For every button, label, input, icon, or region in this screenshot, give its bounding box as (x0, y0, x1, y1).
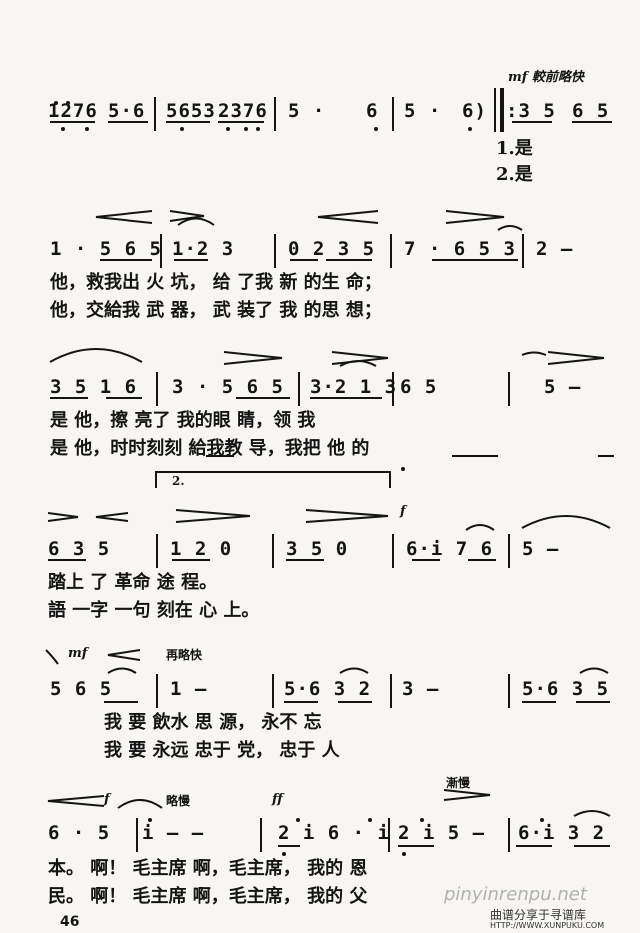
watermark-line2: HTTP://WWW.XUNPUKU.COM (490, 921, 605, 930)
barline (272, 534, 274, 568)
hairpins-system2 (95, 210, 523, 231)
barline (390, 674, 392, 708)
barline (160, 234, 162, 268)
dynamic-marking: f (400, 504, 406, 519)
barline (156, 674, 158, 708)
note-group: 1 – (170, 678, 208, 700)
lyric-verse2: 他，交給我 武 器， 武 装了 我 的思 想； (50, 300, 382, 321)
marks-system4 (47, 471, 611, 531)
note-group: 6 5 (400, 376, 438, 398)
watermark-site: pinyinrenpu.net (444, 884, 587, 905)
octave-dots-system1 (54, 101, 472, 131)
barline (508, 674, 510, 708)
note-group: 6·i 3 2 (518, 822, 606, 844)
tempo-marking: mf 較前略快 (508, 70, 584, 85)
note-group: 1276 (48, 100, 98, 122)
note-group: :3 5 (506, 100, 556, 122)
dynamic-marking: f (104, 792, 110, 807)
note-group: 3·2 1 3 (310, 376, 398, 398)
lyric-verse1: 1.是 (496, 138, 533, 159)
lyric-verse1: 踏上 了 革命 途 程。 (48, 572, 218, 593)
tempo-marking: 再略快 (166, 648, 203, 662)
note-group: 2 i 5 – (398, 822, 486, 844)
page-number: 46 (60, 914, 80, 930)
barline (392, 372, 394, 406)
octave-dots-system6 (148, 818, 544, 856)
tempo-marking: 漸慢 (446, 776, 471, 790)
note-group: 5 – (522, 538, 560, 560)
note-group: 3 – (402, 678, 440, 700)
barline (136, 818, 138, 852)
note-group: 3 5 1 6 (50, 376, 138, 398)
note-group: 3 5 0 (286, 538, 349, 560)
note-group: 5 · (404, 100, 442, 122)
slurs-system3 (49, 348, 605, 367)
note-group: 5·6 3 5 (522, 678, 610, 700)
note-group: 0 2 3 5 (288, 238, 376, 260)
barline (508, 534, 510, 568)
note-group: i – – (142, 822, 205, 844)
lyric-verse2: 語 一字 一句 刻在 心 上。 (48, 600, 260, 621)
watermark-line1: 曲谱分享于寻谱库 (490, 908, 587, 922)
note-group: 6 (366, 100, 379, 122)
barline (508, 818, 510, 852)
note-group: 5·6 3 2 (284, 678, 372, 700)
lyric-verse2: 2.是 (496, 164, 533, 185)
marks-system6 (47, 789, 611, 817)
note-group: 6 · 5 (48, 822, 111, 844)
note-group: 6 5 (572, 100, 610, 122)
note-group: 2376 (218, 100, 268, 122)
barline (392, 534, 394, 568)
lyric-verse1: 他，救我出 火 坑， 给 了我 新 的生 命； (50, 272, 382, 293)
dynamic-marking: mf (68, 646, 88, 661)
barline (274, 97, 276, 131)
note-group: 2 – (536, 238, 574, 260)
note-group: 7 · 6 5 3 (404, 238, 516, 260)
barline (390, 234, 392, 268)
marks-system5 (45, 649, 609, 674)
octave-dots-system3 (401, 467, 405, 471)
note-group: 6 3 5 (48, 538, 111, 560)
note-group: 1 2 0 (170, 538, 233, 560)
note-group: 5 6 5 (50, 678, 113, 700)
barline (154, 97, 156, 131)
barline (156, 534, 158, 568)
lyric-verse1: 本。 啊！ 毛主席 啊，毛主席， 我的 恩 (48, 858, 368, 879)
barline (522, 234, 524, 268)
note-group: 5653 (166, 100, 216, 122)
dynamic-marking: ff (272, 792, 283, 807)
barline (392, 97, 394, 131)
barline (156, 372, 158, 406)
note-group: 6·i 7 6 (406, 538, 494, 560)
repeat-barline-thick (500, 88, 504, 132)
barline (274, 234, 276, 268)
note-group: 5 – (544, 376, 582, 398)
barline (508, 372, 510, 406)
lyric-verse1: 是 他，擦 亮了 我的眼 睛，领 我 (50, 410, 316, 431)
note-group: 1·2 3 (172, 238, 235, 260)
note-group: 6) (462, 100, 487, 122)
lyric-verse2: 我 要 永远 忠于 党， 忠于 人 (104, 740, 340, 761)
barline (272, 674, 274, 708)
barline (388, 818, 390, 852)
repeat-barline (494, 88, 496, 132)
barline (260, 818, 262, 852)
note-group: 1 · 5 6 5 (50, 238, 162, 260)
lyric-verse1: 我 要 飲水 思 源， 永不 忘 (104, 712, 322, 733)
note-group: 3 · 5 6 5 (172, 376, 284, 398)
note-group: 5·6 (108, 100, 146, 122)
barline (298, 372, 300, 406)
lyric-verse2: 是 他，时时刻刻 給我教 导，我把 他 的 (50, 438, 370, 459)
volta-number: 2. (172, 474, 185, 488)
lyric-verse2: 民。 啊！ 毛主席 啊，毛主席， 我的 父 (48, 886, 368, 907)
note-group: 5 · (288, 100, 326, 122)
note-group: 2 i 6 · i (278, 822, 390, 844)
tempo-marking: 略慢 (166, 794, 191, 808)
